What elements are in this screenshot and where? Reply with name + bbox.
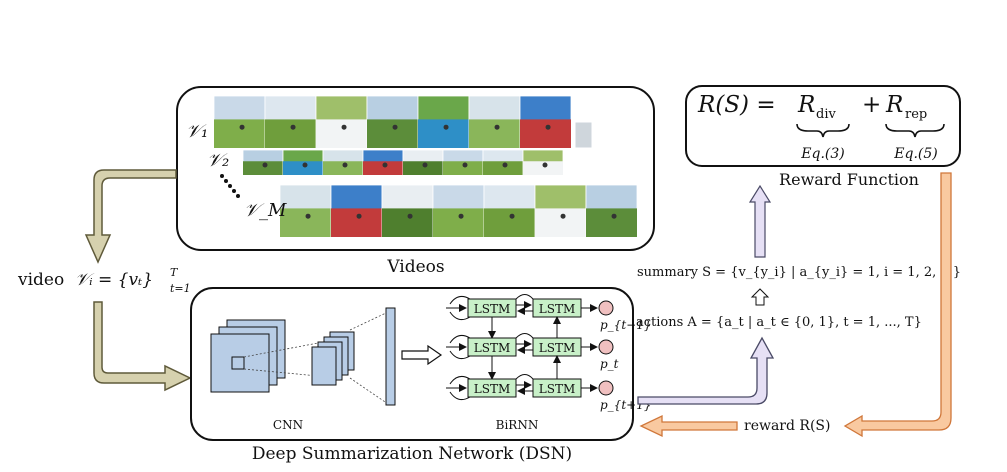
video-frames-row-1 — [213, 95, 593, 149]
svg-text:LSTM: LSTM — [539, 302, 575, 316]
videos-caption: Videos — [386, 257, 444, 277]
svg-text:Eq.(5): Eq.(5) — [893, 146, 937, 162]
video-frame — [482, 149, 524, 176]
reward-feedback-label: reward R(S) — [744, 418, 830, 434]
output-probability — [598, 339, 614, 355]
video-frame — [366, 95, 419, 149]
svg-text:LSTM: LSTM — [474, 302, 510, 316]
ellipsis-dots — [220, 174, 240, 198]
orange-feedback-arrow — [843, 172, 952, 438]
video-frame — [315, 95, 368, 149]
video-frame — [534, 184, 587, 238]
svg-text:+: + — [862, 92, 881, 118]
video-frame — [442, 149, 484, 176]
video-frames-row-2 — [242, 149, 564, 176]
video-input-label: video 𝒱ᵢ = {vₜ} T t=1 — [17, 266, 191, 295]
svg-text:R: R — [797, 92, 815, 118]
reward-function-box — [685, 85, 961, 167]
svg-text:LSTM: LSTM — [474, 382, 510, 396]
actions-to-summary-arrow — [750, 288, 770, 306]
video-frame — [282, 149, 324, 176]
summary-to-reward-arrow — [748, 184, 772, 258]
video-2-label: 𝒱₂ — [207, 150, 229, 171]
cnn-feature-stack — [311, 331, 355, 386]
video-frame — [402, 149, 444, 176]
svg-text:T: T — [170, 266, 179, 279]
video-frame — [585, 184, 638, 238]
dsn-box — [190, 287, 634, 441]
video-frames-row-m — [279, 184, 638, 238]
video-frame — [522, 149, 564, 176]
olive-arrow-down — [84, 169, 177, 264]
dsn-caption: Deep Summarization Network (DSN) — [252, 444, 572, 464]
video-frame — [468, 95, 521, 149]
cnn-label: CNN — [273, 418, 303, 432]
video-frame — [362, 149, 404, 176]
video-frame — [519, 95, 572, 149]
reward-formula: R(S) = R div + R rep Eq.(3) Eq.(5) — [697, 92, 945, 162]
video-frame — [279, 184, 332, 238]
svg-text:LSTM: LSTM — [474, 341, 510, 355]
svg-text:video: video — [17, 270, 64, 290]
svg-text:LSTM: LSTM — [539, 382, 575, 396]
video-frame — [213, 95, 266, 149]
svg-text:Eq.(3): Eq.(3) — [800, 146, 844, 162]
reward-function-caption: Reward Function — [779, 170, 919, 189]
video-frame — [483, 184, 536, 238]
lstm-cell — [467, 378, 517, 398]
video-m-label: 𝒱_M — [244, 200, 287, 221]
video-frame — [381, 184, 434, 238]
video-frame — [330, 184, 383, 238]
cnn-to-birnn-arrow — [401, 344, 443, 366]
video-frame — [264, 95, 317, 149]
orange-arrow-to-dsn — [639, 414, 738, 438]
svg-text:R: R — [885, 92, 903, 118]
lavender-arrow-up — [637, 336, 775, 405]
video-1-label: 𝒱₁ — [186, 121, 208, 142]
output-probability — [598, 300, 614, 316]
svg-text:p_{t−1}: p_{t−1} — [600, 318, 651, 332]
svg-text:LSTM: LSTM — [539, 341, 575, 355]
summary-text: summary S = {v_{y_i} | a_{y_i} = 1, i = … — [637, 265, 961, 280]
video-frame — [322, 149, 364, 176]
video-frame — [432, 184, 485, 238]
svg-text:t=1: t=1 — [170, 282, 191, 295]
output-probability — [598, 380, 614, 396]
cnn-feature-vector — [385, 307, 396, 406]
birnn-label: BiRNN — [496, 418, 539, 432]
svg-text:𝒱ᵢ = {vₜ}: 𝒱ᵢ = {vₜ} — [75, 270, 153, 290]
svg-text:rep: rep — [905, 107, 927, 122]
cnn-receptive-lines — [243, 311, 389, 405]
video-frame — [242, 149, 284, 176]
actions-text: actions A = {a_t | a_t ∈ {0, 1}, t = 1, … — [636, 315, 922, 330]
video-frame — [417, 95, 470, 149]
cnn-input-stack — [210, 319, 286, 393]
svg-text:p_t: p_t — [600, 357, 619, 371]
olive-arrow-right — [93, 301, 192, 392]
svg-text:R(S) =: R(S) = — [697, 92, 776, 118]
svg-text:div: div — [816, 107, 836, 122]
